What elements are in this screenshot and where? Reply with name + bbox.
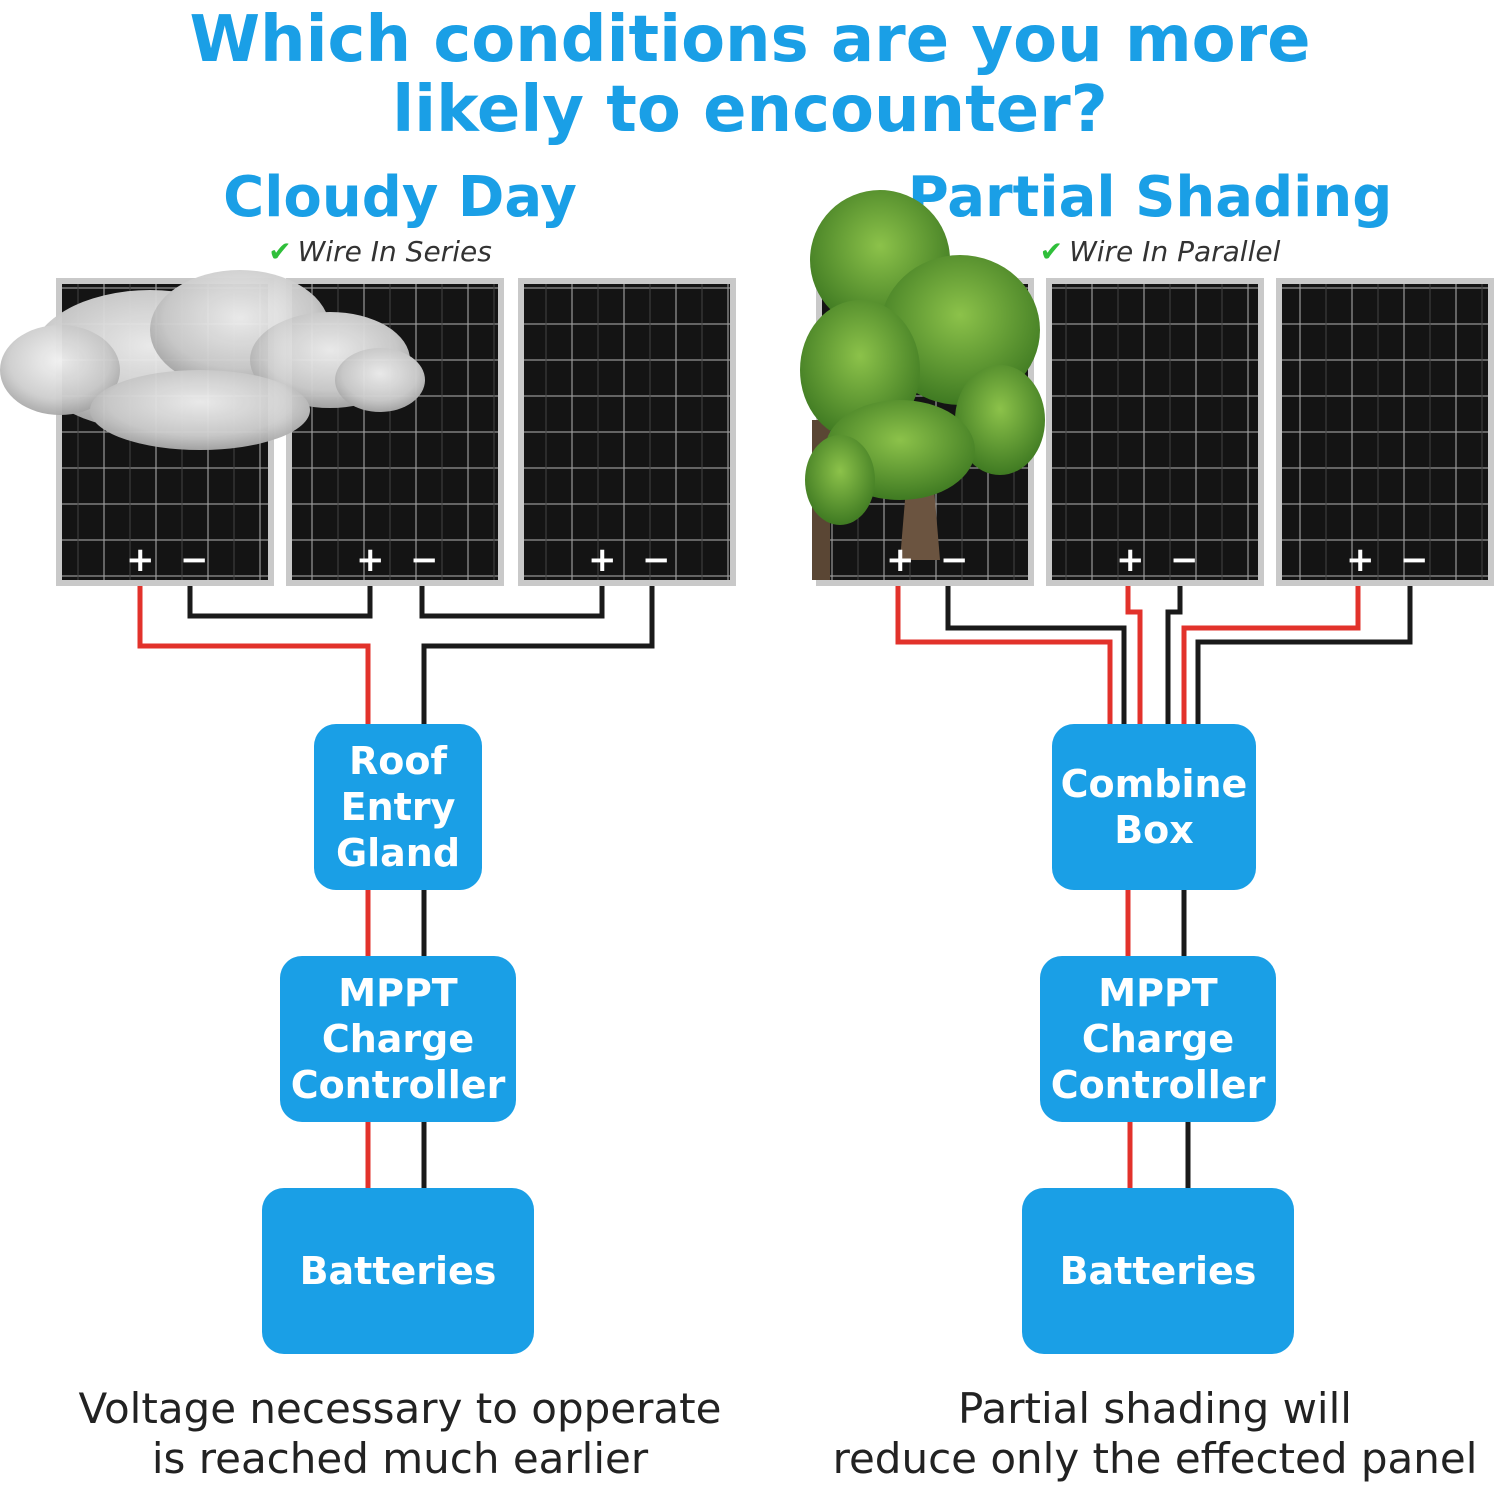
- box-label-line: Controller: [1050, 1063, 1266, 1107]
- right-panel-3: [1276, 278, 1494, 586]
- terminal-plus: +: [126, 540, 155, 580]
- box-label-line: Entry: [340, 785, 456, 829]
- box-label-line: Charge: [1081, 1017, 1235, 1061]
- left-panel-3: [518, 278, 736, 586]
- terminal-plus: +: [1116, 540, 1145, 580]
- left-batteries-box: Batteries: [262, 1188, 534, 1354]
- box-label-line: Charge: [321, 1017, 475, 1061]
- box-label-line: Roof: [348, 739, 447, 783]
- box-label-line: Combine: [1060, 762, 1248, 806]
- roof-entry-gland-box: Roof Entry Gland: [314, 724, 482, 890]
- terminal-minus: −: [410, 540, 439, 580]
- right-wires: [895, 586, 1413, 1188]
- partial-shading-title: Partial Shading: [907, 165, 1393, 230]
- terminal-minus: −: [940, 540, 969, 580]
- terminal-minus: −: [1400, 540, 1429, 580]
- check-circle-icon: ✔: [268, 235, 292, 268]
- right-panel-2: [1046, 278, 1264, 586]
- left-mppt-box: MPPT Charge Controller: [280, 956, 516, 1122]
- terminal-minus: −: [180, 540, 209, 580]
- tree-icon: [800, 190, 1045, 580]
- series-subtitle: ✔Wire In Series: [230, 235, 530, 269]
- cloudy-day-title: Cloudy Day: [223, 165, 577, 230]
- box-label-line: Gland: [335, 831, 461, 875]
- series-subtitle-label: Wire In Series: [297, 235, 492, 268]
- terminal-minus: −: [1170, 540, 1199, 580]
- left-caption-line2: is reached much earlier: [151, 1434, 649, 1483]
- terminal-minus: −: [642, 540, 671, 580]
- box-label-line: Controller: [290, 1063, 506, 1107]
- box-label-line: Batteries: [299, 1249, 497, 1293]
- page-title-line2: likely to encounter?: [392, 73, 1108, 147]
- cloud-icon: [0, 270, 425, 450]
- box-label-line: Box: [1114, 808, 1194, 852]
- right-batteries-box: Batteries: [1022, 1188, 1294, 1354]
- terminal-plus: +: [1346, 540, 1375, 580]
- right-caption-line2: reduce only the effected panel: [832, 1434, 1478, 1483]
- box-label-line: MPPT: [1098, 971, 1218, 1015]
- terminal-plus: +: [356, 540, 385, 580]
- box-label-line: Batteries: [1059, 1249, 1257, 1293]
- parallel-subtitle: ✔Wire In Parallel: [1000, 235, 1320, 269]
- left-wires: [137, 586, 655, 1188]
- page-title-line1: Which conditions are you more: [189, 3, 1311, 77]
- check-circle-icon: ✔: [1039, 235, 1064, 268]
- terminal-plus: +: [588, 540, 617, 580]
- terminal-plus: +: [886, 540, 915, 580]
- right-mppt-box: MPPT Charge Controller: [1040, 956, 1276, 1122]
- left-caption-line1: Voltage necessary to opperate: [78, 1384, 722, 1433]
- box-label-line: MPPT: [338, 971, 458, 1015]
- parallel-subtitle-label: Wire In Parallel: [1069, 235, 1281, 268]
- combine-box: Combine Box: [1052, 724, 1256, 890]
- right-caption-line1: Partial shading will: [958, 1384, 1352, 1433]
